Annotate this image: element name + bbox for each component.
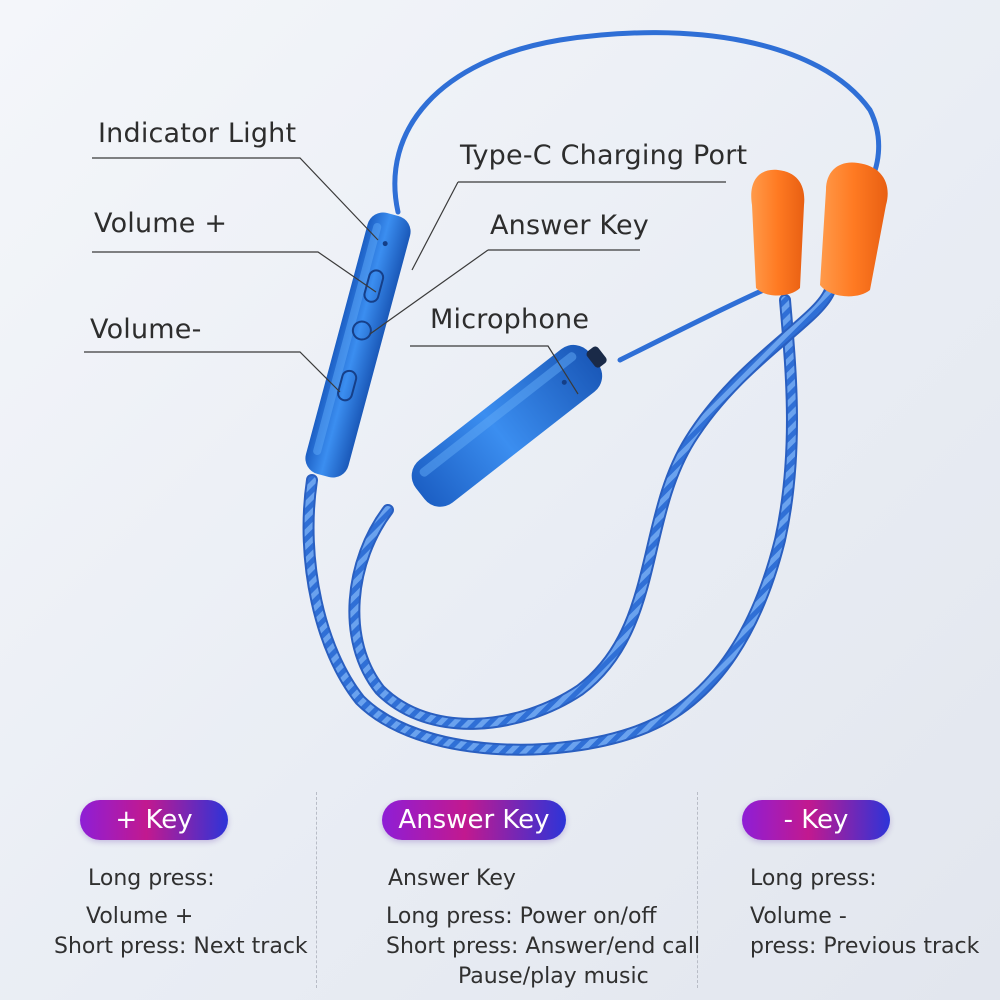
left-earplug (751, 169, 805, 296)
callout-type-c-port: Type-C Charging Port (460, 140, 748, 171)
minus-key-heading: Long press: (750, 866, 877, 891)
callout-microphone: Microphone (430, 304, 590, 335)
minus-key-line1: Volume - (750, 904, 847, 929)
divider-right (697, 792, 698, 988)
callout-lines (84, 157, 726, 395)
answer-key-line2: Short press: Answer/end call (386, 934, 701, 959)
callout-volume-minus: Volume- (90, 314, 202, 345)
plus-key-line1: Volume + (86, 904, 194, 929)
right-earplug (820, 162, 888, 297)
microphone-module (411, 344, 607, 507)
answer-key-line3: Pause/play music (458, 964, 649, 989)
control-module (305, 212, 411, 478)
plus-key-badge: + Key (80, 800, 228, 840)
minus-key-badge: - Key (742, 800, 890, 840)
indicator-light-dot (382, 241, 388, 247)
callout-indicator-light: Indicator Light (98, 118, 297, 149)
callout-volume-plus: Volume + (94, 208, 228, 239)
upper-right-cable (617, 282, 778, 363)
volume-minus-button (337, 369, 358, 402)
minus-key-line2: press: Previous track (750, 934, 980, 959)
answer-key-line1: Long press: Power on/off (386, 904, 657, 929)
answer-key-button (351, 320, 372, 341)
plus-key-line2: Short press: Next track (54, 934, 308, 959)
answer-key-badge: Answer Key (382, 800, 566, 840)
braided-cable (302, 284, 836, 756)
answer-key-heading: Answer Key (388, 866, 516, 891)
volume-plus-button (363, 269, 385, 303)
plus-key-heading: Long press: (88, 866, 215, 891)
callout-answer-key: Answer Key (490, 210, 649, 241)
divider-left (316, 792, 317, 988)
earplug-headset-illustration (84, 30, 888, 756)
microphone-hole (561, 379, 567, 385)
neck-cable (392, 30, 882, 215)
